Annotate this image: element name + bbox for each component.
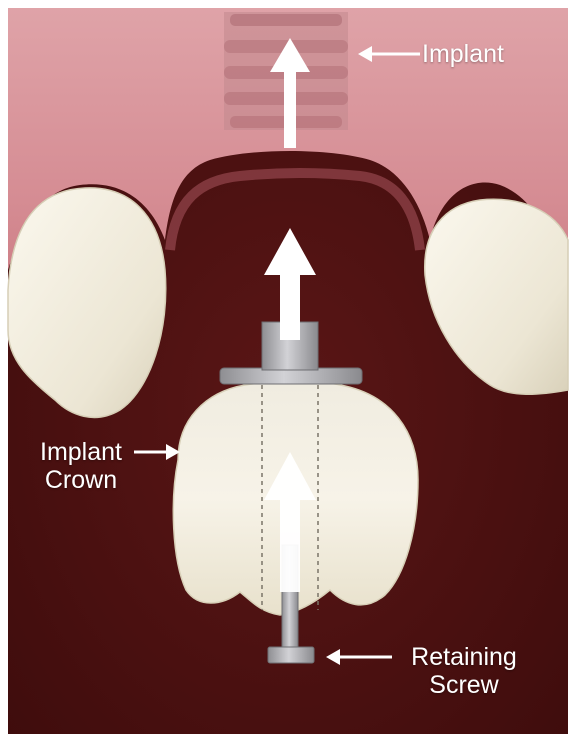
- label-retaining-screw-line1: Retaining: [394, 643, 534, 671]
- label-implant: Implant: [422, 40, 504, 68]
- label-implant-crown: Implant Crown: [26, 438, 136, 494]
- label-retaining-screw-line2: Screw: [394, 671, 534, 699]
- label-retaining-screw: Retaining Screw: [394, 643, 534, 699]
- label-implant-crown-line1: Implant: [26, 438, 136, 466]
- retaining-screw-head: [268, 647, 314, 663]
- label-implant-crown-line2: Crown: [26, 466, 136, 494]
